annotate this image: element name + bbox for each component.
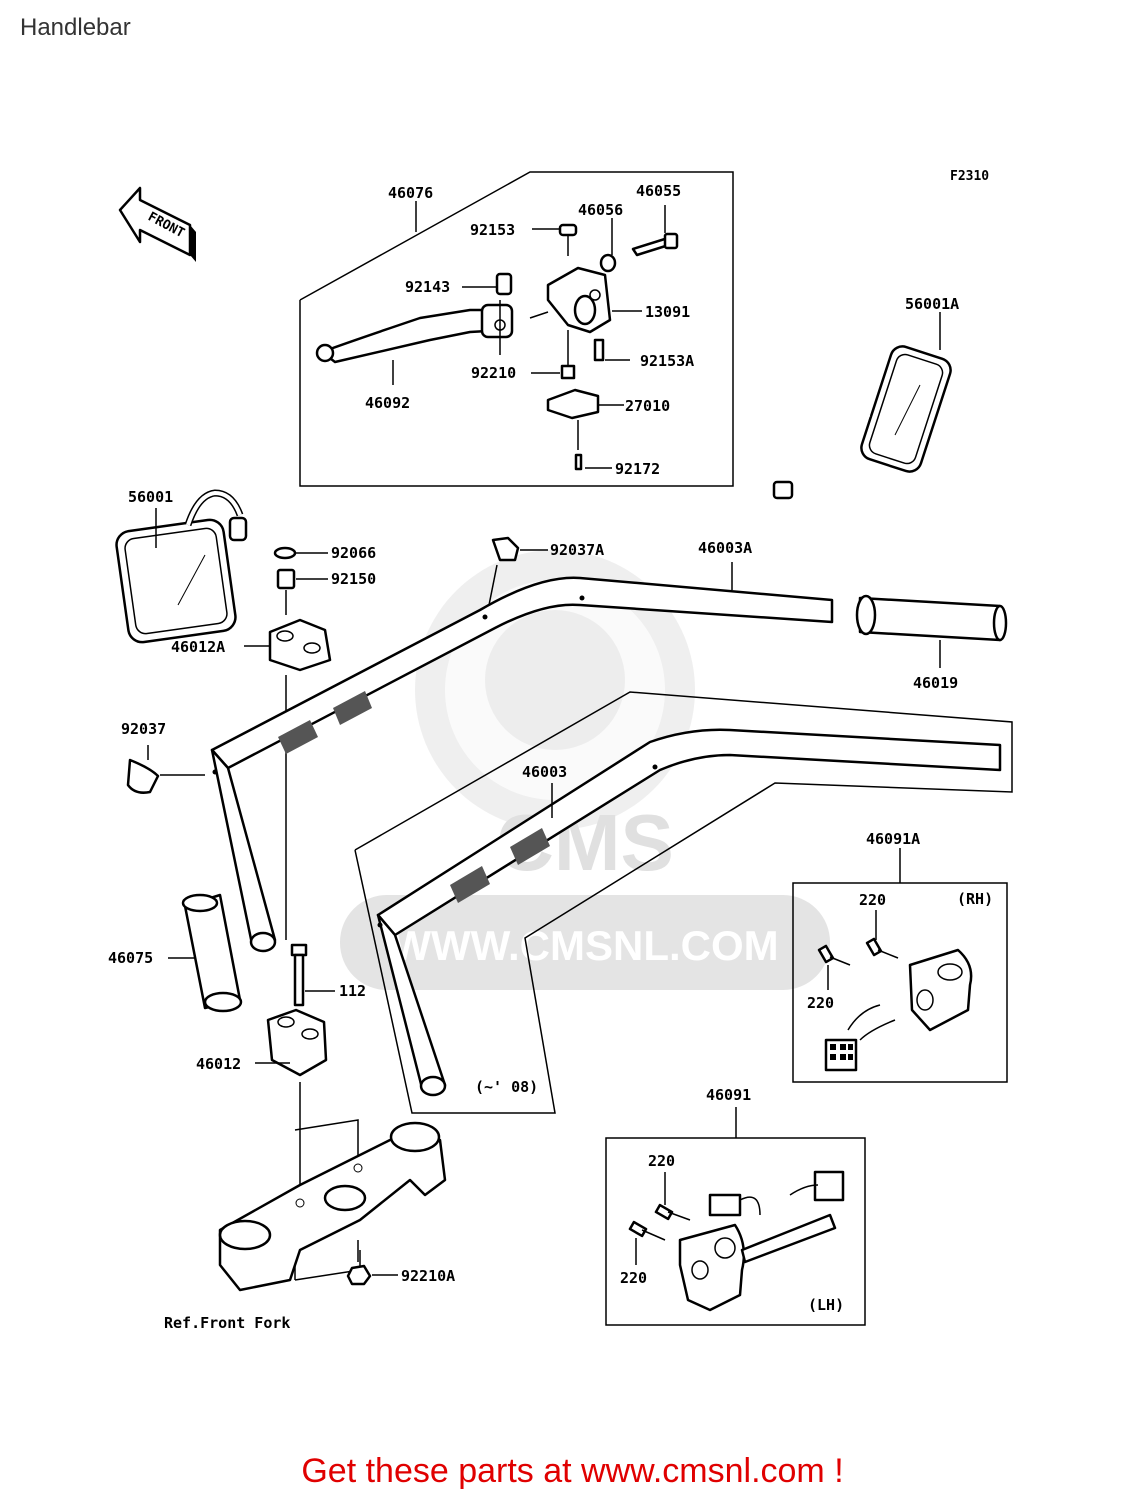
handlebar-46003 xyxy=(354,691,1013,1114)
watermark-url: WWW.CMSNL.COM xyxy=(391,922,778,969)
handlebar-46003a xyxy=(210,562,834,953)
upper-clamp-parts xyxy=(244,546,332,940)
label-46012: 46012 xyxy=(196,1055,241,1073)
label-46055: 46055 xyxy=(636,182,681,200)
page-title: Handlebar xyxy=(20,14,131,41)
parts-diagram: CMS WWW.CMSNL.COM FRONT F2310 xyxy=(108,169,1013,1332)
clutch-lever-assembly xyxy=(299,171,734,487)
label-220-rh-top: 220 xyxy=(859,891,886,909)
label-92210: 92210 xyxy=(471,364,516,382)
label-46012a: 46012A xyxy=(171,638,225,656)
label-46056: 46056 xyxy=(578,201,623,219)
label-rh: (RH) xyxy=(957,890,993,908)
label-92210a: 92210A xyxy=(401,1267,455,1285)
label-220-lh-top: 220 xyxy=(648,1152,675,1170)
label-92066: 92066 xyxy=(331,544,376,562)
label-46075: 46075 xyxy=(108,949,153,967)
grip-46019 xyxy=(855,594,1008,668)
promo-banner[interactable]: Get these parts at www.cmsnl.com ! xyxy=(301,1452,844,1490)
label-46003: 46003 xyxy=(522,763,567,781)
lower-clamp-parts xyxy=(255,943,335,1205)
label-92143: 92143 xyxy=(405,278,450,296)
label-46003a: 46003A xyxy=(698,539,752,557)
label-46019: 46019 xyxy=(913,674,958,692)
label-92172: 92172 xyxy=(615,460,660,478)
label-92153: 92153 xyxy=(470,221,515,239)
label-ref-front-fork: Ref.Front Fork xyxy=(164,1314,290,1332)
label-92150: 92150 xyxy=(331,570,376,588)
figure-code: F2310 xyxy=(950,169,989,184)
label-92037a: 92037A xyxy=(550,541,604,559)
label-27010: 27010 xyxy=(625,397,670,415)
switch-lh-assembly xyxy=(605,1107,866,1326)
label-112: 112 xyxy=(339,982,366,1000)
label-46092: 46092 xyxy=(365,394,410,412)
mirror-rh xyxy=(772,312,952,500)
mirror-lh xyxy=(115,489,248,644)
label-92153a: 92153A xyxy=(640,352,694,370)
label-46091a: 46091A xyxy=(866,830,920,848)
label-92037: 92037 xyxy=(121,720,166,738)
label-220-rh-bottom: 220 xyxy=(807,994,834,1012)
label-13091: 13091 xyxy=(645,303,690,321)
label-220-lh-bottom: 220 xyxy=(620,1269,647,1287)
label-56001a: 56001A xyxy=(905,295,959,313)
grip-46075 xyxy=(168,893,243,1013)
switch-rh-assembly xyxy=(792,848,1008,1083)
triple-clamp xyxy=(218,1119,447,1292)
front-arrow-icon: FRONT xyxy=(118,186,196,262)
label-lh: (LH) xyxy=(808,1296,844,1314)
label-46076: 46076 xyxy=(388,184,433,202)
label-56001: 56001 xyxy=(128,488,173,506)
label-variant: (~' 08) xyxy=(475,1078,538,1096)
label-46091: 46091 xyxy=(706,1086,751,1104)
bolt-92037 xyxy=(126,745,205,794)
